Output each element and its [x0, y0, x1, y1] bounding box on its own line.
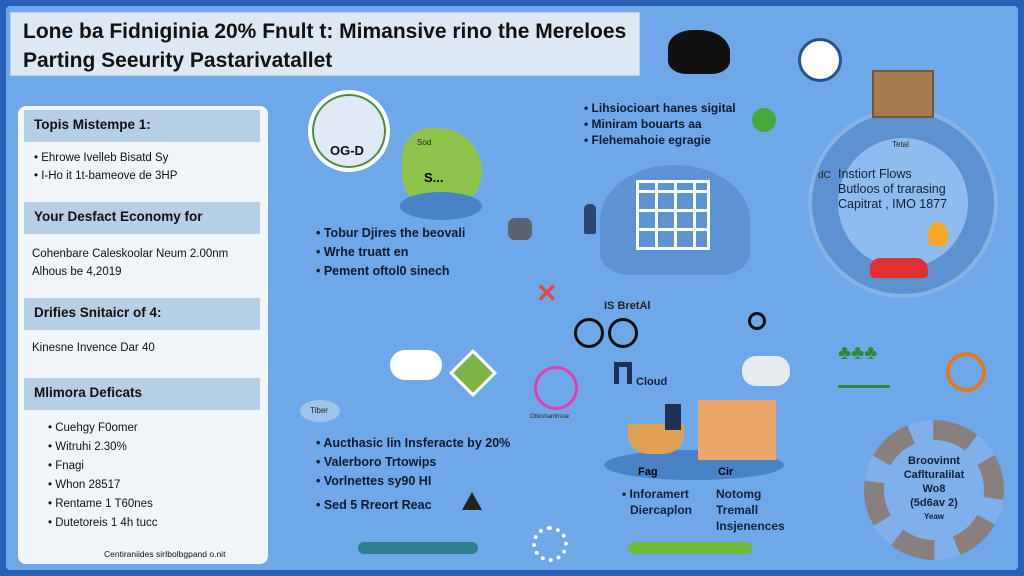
- section-item: • Dutetoreis 1 4h tucc: [48, 517, 158, 529]
- bretal-label: IS BretAl: [604, 300, 651, 312]
- list-item: • Flehemahoie egragie: [584, 133, 711, 147]
- section-heading: Mlimora Deficats: [24, 378, 260, 410]
- pool-bar: [358, 542, 478, 554]
- map-label-2: S...: [424, 170, 444, 185]
- section-item: Kinesne Invence Dar 40: [32, 342, 155, 354]
- section-heading: Topis Mistempe 1:: [24, 110, 260, 142]
- palm-trees-icon: ♣♣♣: [838, 342, 890, 388]
- castle-wall-icon: [698, 400, 776, 460]
- list-item: • Wrhe truatt en: [316, 245, 409, 259]
- pyramid-icon: [462, 492, 482, 510]
- section-item: • I-Ho it 1t-bameove de 3HP: [34, 170, 178, 182]
- title-box: Lone ba Fidniginia 20% Fnult t: Mimansiv…: [10, 12, 640, 76]
- section-item: Cohenbare Caleskoolar Neum 2.00nm: [32, 248, 229, 260]
- col1: • Inforamert Diercaplon: [622, 486, 692, 518]
- ring-line: Instiort Flows: [838, 167, 912, 181]
- ring-inner: [838, 138, 968, 268]
- island-icon: [300, 400, 340, 422]
- ring-top-label: Tetal: [892, 140, 909, 149]
- map-base: [400, 192, 482, 220]
- list-item: • Vorlnettes sy90 HI: [316, 474, 432, 488]
- island-label: Tiber: [310, 406, 328, 415]
- dial-text: Broovinnt Caflturalilat Wo8 (5d6av 2) Ye…: [876, 454, 992, 524]
- list-item: • Lihsiocioart hanes sigital: [584, 101, 736, 115]
- bicycle-icon: [574, 318, 604, 348]
- dial-line: Broovinnt: [908, 455, 960, 467]
- section-heading: Drifies Snitaicr of 4:: [24, 298, 260, 330]
- col2-line: Insjenences: [716, 519, 785, 533]
- ring-line: Capitrat , IMO 1877: [838, 197, 948, 211]
- col2: Notomg Tremall Insjenences: [716, 486, 785, 534]
- magnet-icon: [614, 362, 632, 384]
- dial-line: Yeaw: [923, 512, 944, 521]
- title-line-2: Parting Seeurity Pastarivatallet: [23, 49, 333, 72]
- col1-line: • Inforamert: [622, 487, 689, 501]
- fag-label: Fag: [638, 466, 658, 478]
- col2-line: Tremall: [716, 503, 759, 517]
- close-x-icon: ✕: [536, 278, 558, 308]
- dial-line: Wo8: [922, 483, 946, 495]
- map-label: Sod: [417, 138, 432, 147]
- wooden-crate-icon: [872, 70, 934, 118]
- buffalo-icon: [668, 30, 730, 74]
- cloud-label: Cloud: [636, 376, 668, 388]
- globe-label: OG-D: [330, 143, 364, 158]
- grass-strip: [628, 542, 752, 554]
- section-heading: Your Desfact Economy for: [24, 202, 260, 234]
- person-icon: [584, 204, 596, 234]
- list-item: • Tobur Djires the beovali: [316, 226, 466, 240]
- lightbulb-icon: [928, 222, 948, 246]
- dog-icon: [508, 218, 532, 240]
- tower-icon: [665, 404, 681, 430]
- window-grid-icon: [636, 180, 710, 250]
- col1-line: Diercaplon: [630, 503, 693, 517]
- list-item: • Sed 5 Rreort Reac: [316, 498, 432, 512]
- sidebar-card: Topis Mistempe 1: • Ehrowe Ivelleb Bisat…: [18, 106, 268, 564]
- list-item: • Pement oftol0 sinech: [316, 264, 450, 278]
- title-line-1: Lone ba Fidniginia 20% Fnult t: Mimansiv…: [23, 20, 627, 43]
- list-item: • Aucthasic lin Insferacte by 20%: [316, 436, 511, 450]
- section-item: • Rentame 1 T60nes: [48, 498, 153, 510]
- section-item: • Cuehgy F0omer: [48, 422, 138, 434]
- cloud-right-icon: [742, 356, 790, 386]
- dial-line: Caflturalilat: [903, 469, 965, 481]
- bicycle-wheel-icon: [608, 318, 638, 348]
- globe-icon: [308, 90, 390, 172]
- section-item: Alhous be 4,2019: [32, 266, 122, 278]
- section-item: • Fnagi: [48, 460, 84, 472]
- dial-line: (5d6av 2): [910, 497, 958, 509]
- car-icon: [870, 258, 928, 278]
- ring-text: Instiort Flows Butloos of trarasing Capi…: [838, 167, 947, 212]
- seal-emblem-icon: [798, 38, 842, 82]
- mandala-icon: [532, 526, 568, 562]
- col2-line: Notomg: [716, 487, 762, 501]
- sun-icon: [752, 108, 776, 132]
- list-item: • Miniram bouarts aa: [584, 117, 702, 131]
- cloud-icon: [390, 350, 442, 380]
- gauge-label: Ottoshantrisue: [530, 414, 570, 420]
- sidebar-footer: Centiraniides sirIbolbgpand o.nit: [104, 549, 226, 559]
- section-item: • Whon 28517: [48, 479, 121, 491]
- wheel-icon: [946, 352, 986, 392]
- section-item: • Ehrowe Ivelleb Bisatd Sy: [34, 152, 169, 164]
- target-icon: [748, 312, 766, 330]
- ring-side-label: dC: [818, 170, 831, 181]
- gauge-icon: [534, 366, 578, 410]
- section-item: • Witruhi 2.30%: [48, 441, 127, 453]
- ring-line: Butloos of trarasing: [838, 182, 946, 196]
- cir-label: Cir: [718, 466, 734, 478]
- list-item: • Valerboro Trtowips: [316, 455, 437, 469]
